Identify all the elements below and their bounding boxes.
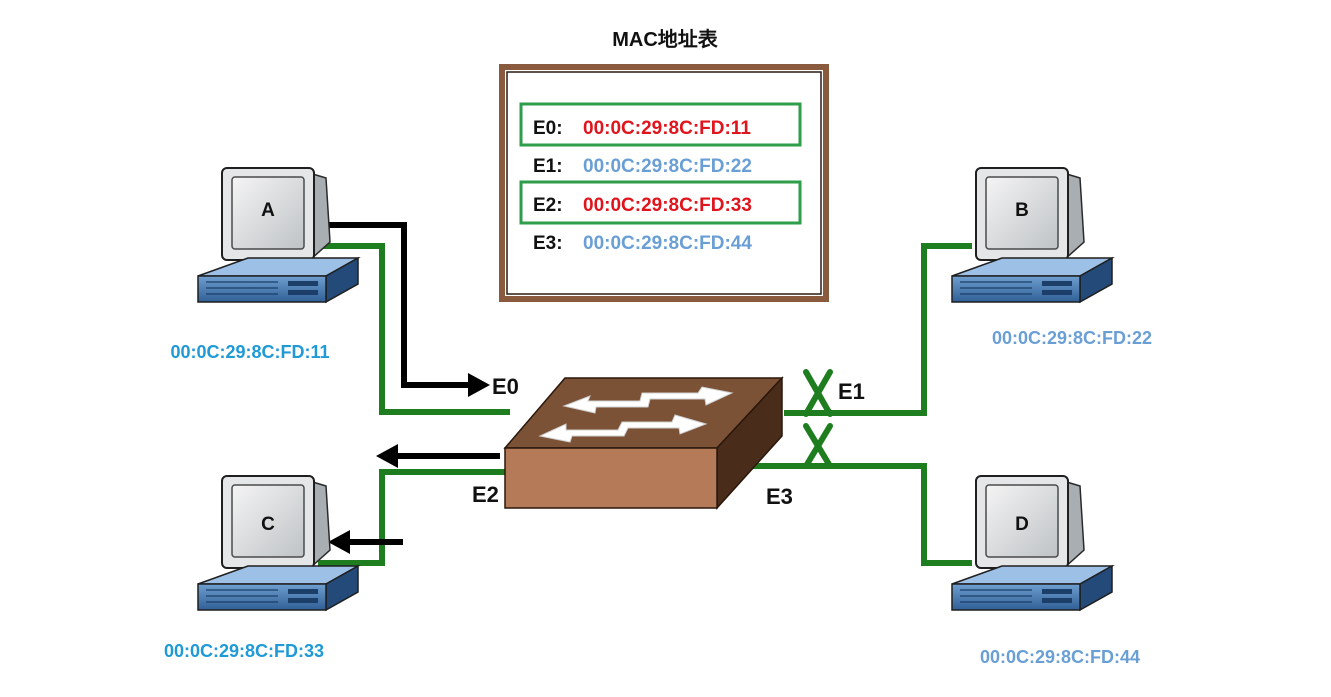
port-label-e2: E2: [472, 482, 499, 507]
computer-icon: [951, 167, 1113, 303]
switch-icon: [503, 376, 784, 510]
host-d-mac: 00:0C:29:8C:FD:44: [980, 647, 1140, 667]
mac-table: MAC地址表 E0: 00:0C:29:8C:FD:11 E1: 00:0C:2…: [499, 27, 829, 302]
cable-b-e1: [784, 243, 972, 416]
cables: [318, 243, 972, 566]
switch-arrows: [538, 386, 734, 443]
mac-row-mac: 00:0C:29:8C:FD:44: [583, 233, 752, 254]
computer-icon: [951, 475, 1113, 611]
port-label-e3: E3: [766, 484, 793, 509]
mac-row-mac: 00:0C:29:8C:FD:22: [583, 156, 752, 177]
svg-text:E1:: E1:: [533, 156, 563, 177]
mac-row-port: E1: [533, 156, 557, 177]
mac-row-port: E2: [533, 195, 556, 216]
host-b-mac: 00:0C:29:8C:FD:22: [992, 328, 1152, 348]
mac-row-sep: :: [556, 195, 562, 216]
arrow-e2-out: [376, 444, 500, 468]
mac-row-e2: E2: 00:0C:29:8C:FD:33: [533, 195, 752, 216]
host-b: B 00:0C:29:8C:FD:22: [951, 167, 1152, 348]
highlight-box-e2: [519, 180, 802, 225]
host-d-letter: D: [1015, 514, 1029, 535]
host-d: D 00:0C:29:8C:FD:44: [951, 475, 1140, 667]
mac-row-sep: :: [556, 156, 562, 177]
mac-row-sep: :: [556, 118, 562, 139]
block-x-e3: [803, 423, 833, 469]
highlight-box-e0: [519, 102, 802, 147]
host-a-mac: 00:0C:29:8C:FD:11: [170, 342, 329, 362]
port-label-e0: E0: [492, 374, 519, 399]
arrow-to-c: [328, 530, 403, 554]
cable-a-e0: [318, 243, 510, 415]
port-label-e1: E1: [838, 379, 865, 404]
block-x-e1: [803, 369, 833, 417]
mac-row-mac: 00:0C:29:8C:FD:11: [583, 118, 751, 139]
host-a-letter: A: [261, 200, 275, 221]
arrow-icon: [323, 222, 500, 554]
svg-text:E3:: E3:: [533, 233, 563, 254]
switch-front: [504, 447, 718, 509]
mac-row-e3: E3: 00:0C:29:8C:FD:44: [533, 233, 752, 254]
block-x-icon: [803, 369, 833, 469]
mac-row-mac: 00:0C:29:8C:FD:33: [583, 195, 752, 216]
host-c-letter: C: [261, 514, 275, 535]
host-c: C 00:0C:29:8C:FD:33: [164, 475, 359, 661]
host-b-letter: B: [1015, 200, 1029, 221]
cable-c-e2: [318, 469, 510, 566]
mac-table-title: MAC地址表: [612, 27, 719, 51]
mac-row-port: E0: [533, 118, 556, 139]
svg-text:E0:: E0:: [533, 118, 563, 139]
arrow-a-to-e0: [323, 222, 490, 397]
svg-text:E2:: E2:: [533, 195, 563, 216]
mac-row-e1: E1: 00:0C:29:8C:FD:22: [533, 156, 752, 177]
computer-icon: [197, 167, 359, 303]
mac-row-sep: :: [556, 233, 562, 254]
cable-d-e3: [752, 463, 972, 566]
mac-row-port: E3: [533, 233, 556, 254]
host-c-mac: 00:0C:29:8C:FD:33: [164, 641, 324, 661]
mac-row-e0: E0: 00:0C:29:8C:FD:11: [533, 118, 751, 139]
host-a: A 00:0C:29:8C:FD:11: [170, 167, 359, 362]
